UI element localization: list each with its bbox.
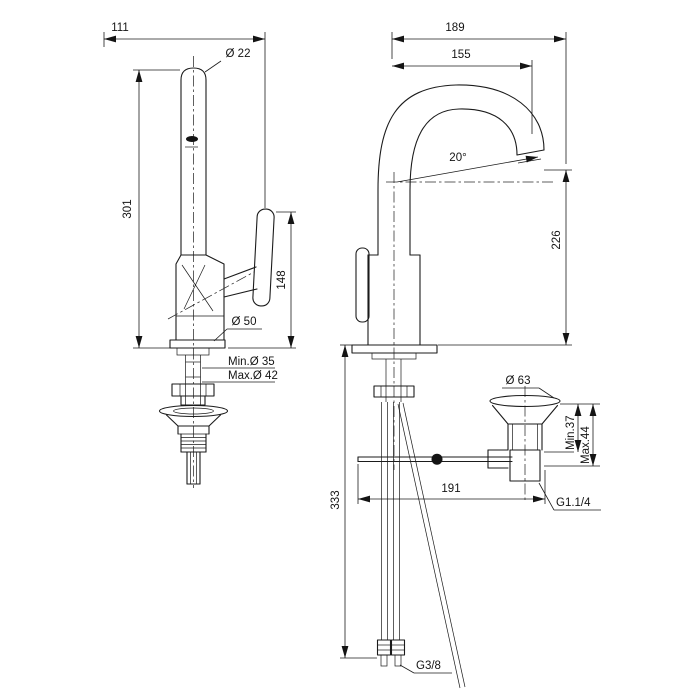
dim-label-hole-min: Min.Ø 35 [228,356,275,368]
splayed-hose [397,403,461,689]
side-mounting [169,339,226,406]
front-mounting-bracket [373,385,415,398]
supply-hoses [376,402,466,689]
side-mounting-bracket [171,383,215,397]
dim-spout-height: 226 [438,169,572,346]
side-spout [180,67,207,256]
side-view-dimensions: 111 Ø 22 301 148 Ø 50 Min.Ø 35 Max.Ø 42 [103,22,296,383]
dim-label-spout-reach: 155 [451,49,470,61]
dim-label-hole-max: Max.Ø 42 [228,370,278,382]
side-popup-waste [158,404,229,485]
side-lever [252,208,275,307]
side-view [158,56,275,488]
dim-label-supply-thread: G3/8 [416,660,441,672]
front-base-flange [351,344,438,354]
dim-label-waste-depth-min: Min.37 [565,415,577,450]
dim-spout-reach: 155 [392,49,533,134]
popup-rod-ball-joint [431,453,443,465]
side-cartridge-axis [167,271,255,320]
hose-connector-left [376,639,392,656]
dim-label-base-diameter: Ø 50 [232,316,257,328]
front-mounting [351,344,438,402]
dim-total-height: 301 [122,69,180,349]
dim-label-spout-diameter: Ø 22 [226,48,251,60]
popup-rod [357,453,513,465]
dim-label-popup-rod-reach: 191 [441,483,460,495]
dim-supply-thread: G3/8 [399,660,452,674]
dim-waste-thread: G1.1/4 [538,482,601,511]
front-view-dimensions: 189 155 20° 226 333 191 [330,22,601,674]
dim-label-spout-angle: 20° [449,152,466,164]
dim-label-total-height: 301 [122,199,134,218]
dim-front-width: 189 [391,22,567,164]
dim-label-spout-height: 226 [551,230,563,249]
dim-label-under-counter-height: 333 [330,490,342,509]
front-view [351,84,561,689]
waste-flange [489,394,561,408]
side-waste-flange [158,404,229,418]
dim-base-diameter: Ø 50 [213,316,262,342]
front-lever-edge [355,247,370,323]
side-base-flange [169,339,226,349]
dim-spout-diameter: Ø 22 [204,48,251,73]
waste-threaded-body [509,449,541,482]
dim-handle-height: 148 [228,211,296,349]
dim-label-waste-thread: G1.1/4 [556,497,591,509]
dim-side-width: 111 [103,22,266,208]
dim-label-waste-depth-max: Max.44 [580,426,592,464]
dim-waste-depth: Min.37 Max.44 [544,403,600,467]
dim-spout-angle: 20° [396,152,539,183]
front-waste-assembly [487,394,561,482]
front-body [355,247,421,346]
dim-label-front-width: 189 [445,22,464,34]
dim-label-side-width: 111 [111,22,128,34]
side-handle [223,208,275,307]
dim-popup-rod-reach: 191 [357,464,546,504]
dim-hole-diameter: Min.Ø 35 Max.Ø 42 [202,356,278,383]
dim-under-counter-height: 333 [330,344,377,659]
dim-label-handle-height: 148 [276,270,288,289]
hose-connector-right [390,639,406,656]
dim-label-waste-diameter: Ø 63 [506,375,531,387]
side-aerator-mark [186,136,198,142]
dim-waste-diameter: Ø 63 [502,375,555,399]
front-spout [377,84,545,256]
